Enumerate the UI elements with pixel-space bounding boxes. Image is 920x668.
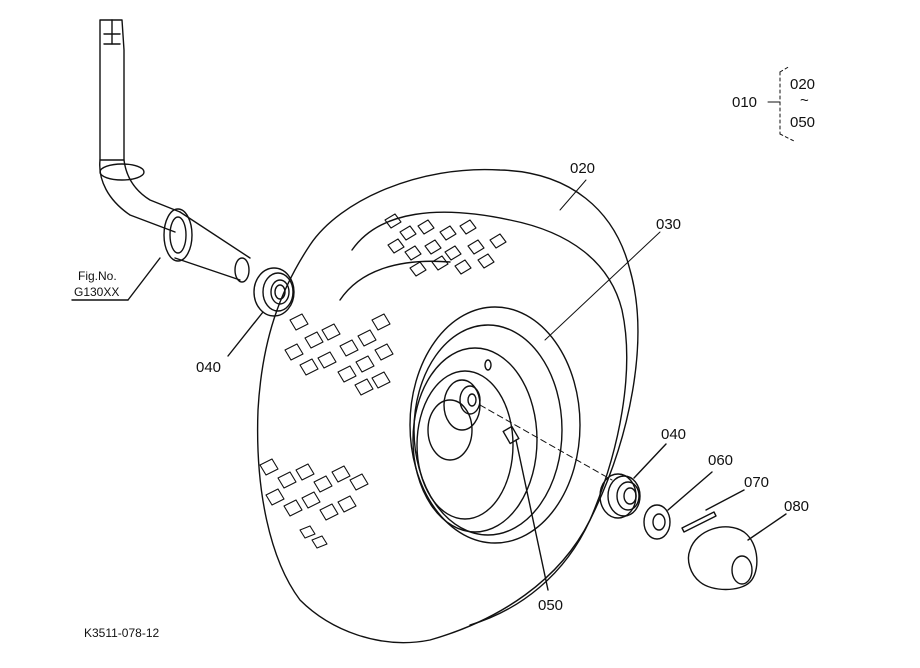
callout-060: 060	[708, 452, 734, 469]
pin	[681, 489, 745, 533]
fig-ref-line2: G130XX	[74, 285, 120, 299]
grease-nipple	[502, 425, 549, 591]
range-tilde: ~	[800, 92, 809, 109]
callout-010: 010	[732, 94, 758, 111]
callout-040-left: 040	[196, 359, 222, 376]
callout-080: 080	[784, 498, 810, 515]
bearing-right	[599, 443, 667, 519]
axle-shaft	[99, 19, 251, 283]
drawing-code: K3511-078-12	[84, 626, 160, 640]
axis-line	[479, 404, 613, 481]
tire	[256, 168, 639, 644]
range-to-label: 050	[790, 114, 816, 131]
callout-020: 020	[570, 160, 596, 177]
washer	[643, 471, 713, 540]
callout-030: 030	[656, 216, 682, 233]
callout-070: 070	[744, 474, 770, 491]
callout-leaders	[544, 179, 661, 341]
range-from-label: 020	[790, 76, 816, 93]
callout-040-right: 040	[661, 426, 687, 443]
fig-ref-line1: Fig.No.	[78, 269, 117, 283]
callout-050: 050	[538, 597, 564, 614]
range-bracket	[767, 65, 797, 143]
rim	[409, 306, 581, 544]
fig-ref-leader	[71, 257, 161, 301]
bearing-left	[227, 267, 295, 357]
cap	[687, 513, 787, 591]
